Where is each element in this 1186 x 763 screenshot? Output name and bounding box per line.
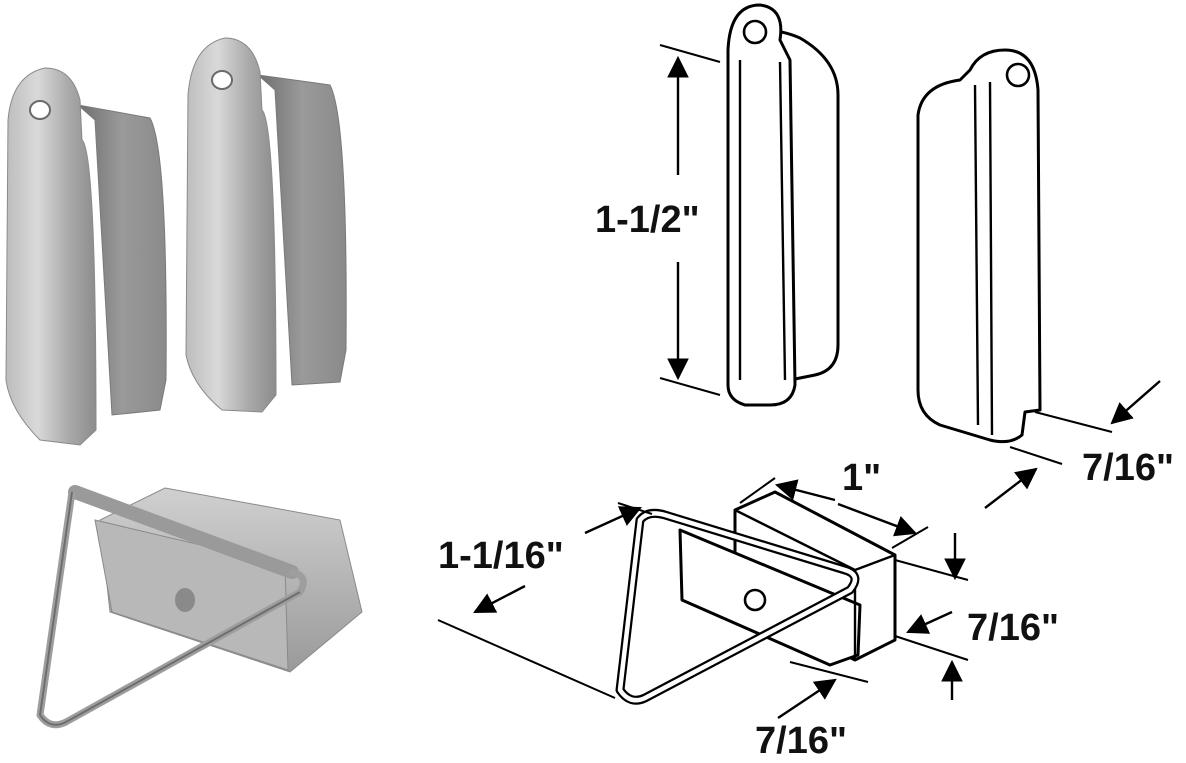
- dim-clip-height: [659, 44, 721, 396]
- label-lock-wire: 1-1/16": [438, 535, 564, 577]
- photo-clip-left: [5, 67, 167, 446]
- drawing-screen-lock: [615, 490, 897, 705]
- label-lock-length: 1": [842, 457, 881, 499]
- photo-screen-lock: [36, 485, 363, 729]
- dim-lock-height: [894, 533, 969, 700]
- photo-clip-right: [185, 37, 347, 413]
- label-clip-width: 7/16": [1082, 447, 1174, 489]
- dim-lock-wire: [437, 502, 653, 699]
- dim-lock-depth: [777, 661, 869, 719]
- label-clip-height: 1-1/2": [595, 199, 700, 241]
- label-lock-depth: 7/16": [755, 720, 847, 762]
- dim-lock-length: [739, 477, 929, 549]
- label-lock-height: 7/16": [967, 607, 1059, 649]
- drawing-clip-front: [726, 3, 840, 407]
- dim-clip-width: [984, 380, 1161, 509]
- drawing-clip-side: [916, 48, 1042, 444]
